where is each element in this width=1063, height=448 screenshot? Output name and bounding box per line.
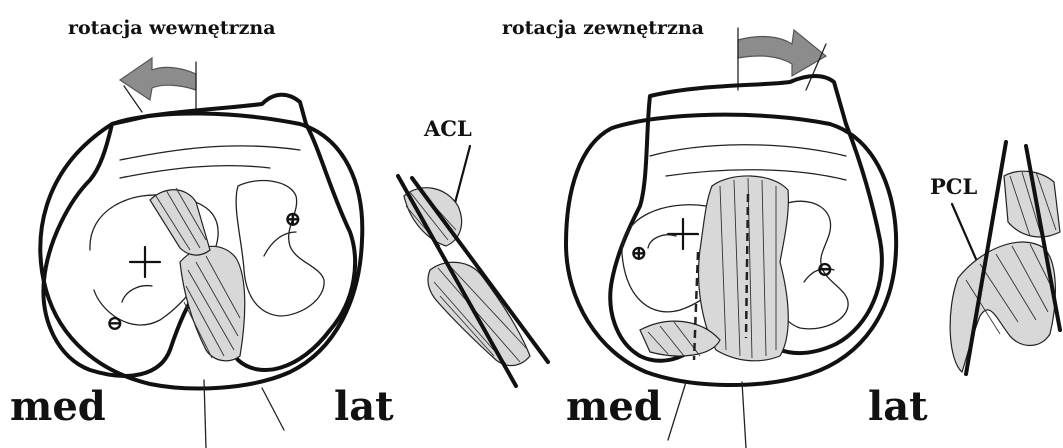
left-lat-label: lat [334,383,394,430]
left-medial-center-crosshair [130,247,160,277]
external-rotation-label: rotacja zewnętrzna [502,17,704,39]
right-minus-symbol: ⊖ [816,256,834,281]
internal-rotation-arrow [120,58,196,112]
left-med-label: med [10,383,106,430]
right-plus-symbol: ⊕ [630,240,648,265]
right-lat-label: lat [868,383,928,430]
right-med-label: med [566,383,662,430]
acl-detail: ACL [398,116,548,386]
right-central-ligaments [640,176,788,361]
pcl-label: PCL [930,174,978,199]
external-rotation-arrow [738,28,826,90]
acl-label: ACL [423,116,472,141]
left-minus-symbol: ⊖ [106,310,124,335]
left-central-ligaments [150,188,245,361]
left-plus-symbol: ⊕ [284,206,302,231]
pcl-detail: PCL [930,142,1060,374]
left-panel-internal-rotation: rotacja wewnętrzna ⊖ [10,17,394,448]
right-panel-external-rotation: rotacja zewnętrzna [502,17,928,448]
right-medial-center-crosshair [668,219,698,249]
internal-rotation-label: rotacja wewnętrzna [68,17,276,39]
